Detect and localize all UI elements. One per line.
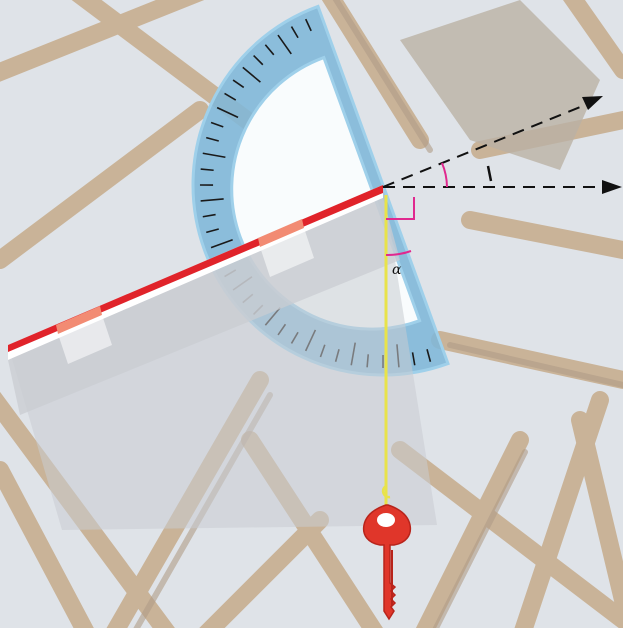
protractor-tick bbox=[304, 18, 312, 32]
protractor-tick bbox=[253, 54, 264, 66]
inclined-arrowhead bbox=[582, 96, 603, 110]
protractor-tick bbox=[216, 106, 239, 119]
protractor-tick bbox=[232, 79, 245, 89]
protractor-tick bbox=[210, 238, 233, 249]
protractor-tick bbox=[206, 228, 219, 234]
protractor-tick bbox=[199, 184, 214, 186]
ruler-hinge-marks bbox=[56, 219, 304, 334]
right-angle-icon bbox=[386, 197, 415, 220]
protractor-tick bbox=[210, 121, 224, 128]
horizontal-arrowhead bbox=[602, 180, 622, 194]
key-icon bbox=[362, 484, 412, 621]
arrow-heads bbox=[582, 96, 622, 194]
angle-alpha-label: α bbox=[392, 262, 402, 278]
protractor-tick bbox=[411, 352, 416, 366]
protractor-tick bbox=[200, 198, 224, 202]
inclined-dashed-line bbox=[382, 102, 591, 188]
angle-arc-icon bbox=[441, 162, 448, 188]
protractor-tick bbox=[426, 349, 432, 362]
protractor-tick bbox=[206, 136, 219, 142]
reference-lines bbox=[382, 102, 605, 188]
protractor-tick bbox=[202, 152, 226, 159]
protractor-tick bbox=[290, 26, 299, 39]
protractor-tick bbox=[200, 168, 214, 172]
protractor-tick bbox=[224, 92, 237, 101]
protractor-tick bbox=[242, 66, 261, 83]
protractor-tick bbox=[277, 34, 292, 55]
protractor-tick bbox=[264, 44, 275, 56]
ruler bbox=[8, 185, 437, 530]
alpha-arc bbox=[385, 250, 412, 257]
protractor-tick bbox=[202, 213, 216, 218]
angle-tick-mark bbox=[486, 165, 493, 182]
